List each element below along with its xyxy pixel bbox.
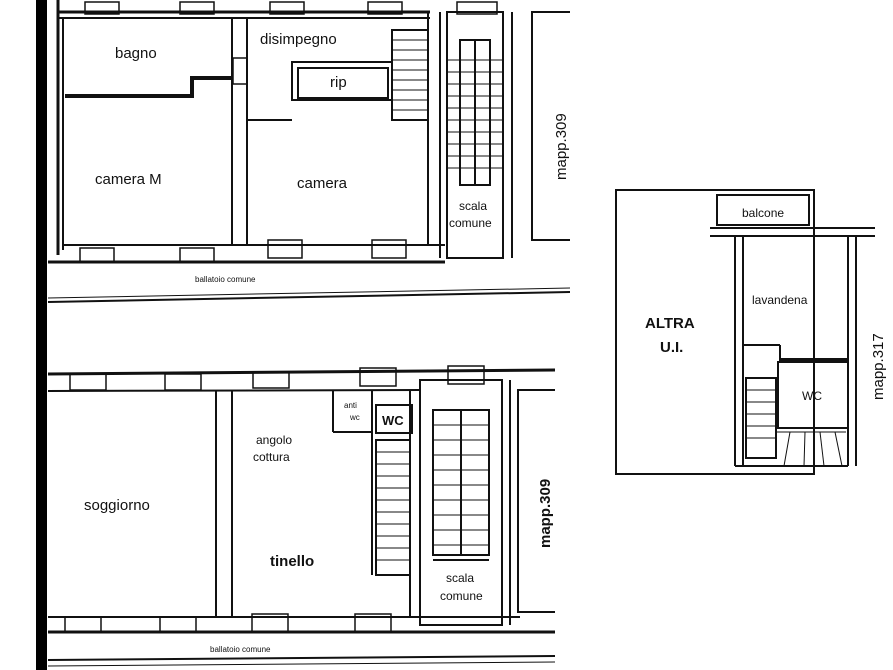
label-scala-bottom-2: comune [440, 589, 483, 603]
label-disimpegno: disimpegno [260, 31, 337, 48]
right-floor-plan [615, 189, 875, 475]
label-camera-m: camera M [95, 171, 162, 188]
label-rip: rip [330, 74, 347, 91]
label-ballatoio-top: ballatoio comune [195, 275, 256, 284]
label-tinello: tinello [270, 553, 314, 570]
label-mapp-317: mapp.317 [870, 333, 887, 400]
bottom-stair-treads [376, 424, 489, 561]
label-scala-bottom-1: scala [446, 571, 474, 585]
label-angolo-2: cottura [253, 450, 290, 464]
label-wc-right: WC [802, 389, 822, 403]
label-anti: anti [344, 401, 357, 410]
label-altra-2: U.I. [660, 339, 683, 356]
label-angolo-1: angolo [256, 433, 292, 447]
bottom-floor-plan [47, 365, 556, 667]
label-soggiorno: soggiorno [84, 497, 150, 514]
label-antiwc: wc [349, 413, 360, 422]
label-camera: camera [297, 175, 348, 192]
label-scala-top-2: comune [449, 216, 492, 230]
top-floor-plan [48, 0, 570, 264]
left-border [36, 0, 47, 670]
label-mapp-309-top: mapp.309 [553, 113, 570, 180]
label-wc-bottom: WC [382, 413, 404, 428]
label-ballatoio-bottom: ballatoio comune [210, 645, 271, 654]
label-scala-top-1: scala [459, 199, 487, 213]
top-stair-treads [447, 59, 503, 169]
label-lavanderia: lavandena [752, 293, 808, 307]
room-labels: bagno disimpegno rip camera M camera sca… [84, 31, 887, 654]
label-bagno: bagno [115, 45, 157, 62]
right-stair-treads [746, 389, 846, 467]
label-balcone: balcone [742, 206, 784, 220]
label-mapp-309-bottom: mapp.309 [537, 479, 554, 548]
label-altra-1: ALTRA [645, 315, 695, 332]
top-ballatoio [47, 287, 571, 303]
